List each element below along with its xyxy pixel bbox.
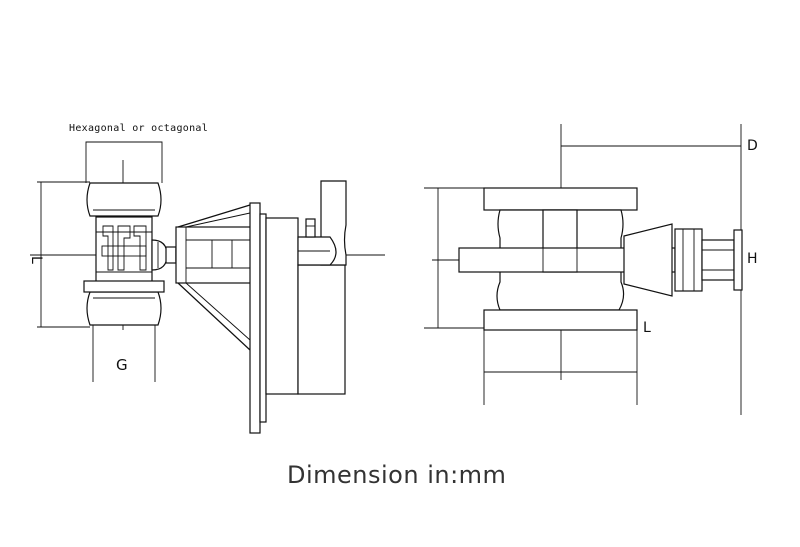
- H-label: H: [747, 251, 758, 267]
- bottom-flange: [483, 309, 638, 331]
- slot-1: [102, 225, 114, 271]
- left-L-label: L: [28, 256, 44, 264]
- right-view: [424, 124, 743, 415]
- actuator-neck: [623, 223, 673, 297]
- gusset-top: [177, 204, 251, 228]
- top-flange: [483, 187, 638, 211]
- right-L-label: L: [643, 320, 651, 336]
- coupling-nut: [165, 246, 177, 264]
- shaft-block: [175, 226, 253, 284]
- plate-lip: [259, 213, 267, 423]
- gusset-inner-bottom: [185, 282, 251, 341]
- hex-leader-line: [85, 141, 163, 183]
- mounting-plate: [249, 202, 261, 434]
- gusset-bottom: [177, 282, 251, 351]
- left-view: [30, 141, 385, 434]
- slot-3: [133, 225, 147, 271]
- D-label: D: [747, 138, 758, 154]
- housing-lower: [297, 264, 346, 395]
- hex-note-label: Hexagonal or octagonal: [69, 123, 209, 134]
- end-cap: [733, 229, 743, 291]
- lever-screw: [305, 218, 316, 238]
- gusset-inner-top: [185, 212, 251, 228]
- slot-2: [117, 225, 131, 271]
- actuator-shaft: [701, 239, 735, 281]
- top-hex-nut: [86, 182, 162, 217]
- side-cap: [151, 239, 168, 271]
- housing-inner: [265, 217, 299, 395]
- slot-crossbar: [101, 245, 147, 257]
- footer-caption: Dimension in:mm: [287, 461, 507, 489]
- bottom-hex-nut: [86, 291, 162, 326]
- connector-flange: [83, 280, 165, 293]
- actuator-collar: [674, 228, 703, 292]
- G-label: G: [116, 356, 128, 374]
